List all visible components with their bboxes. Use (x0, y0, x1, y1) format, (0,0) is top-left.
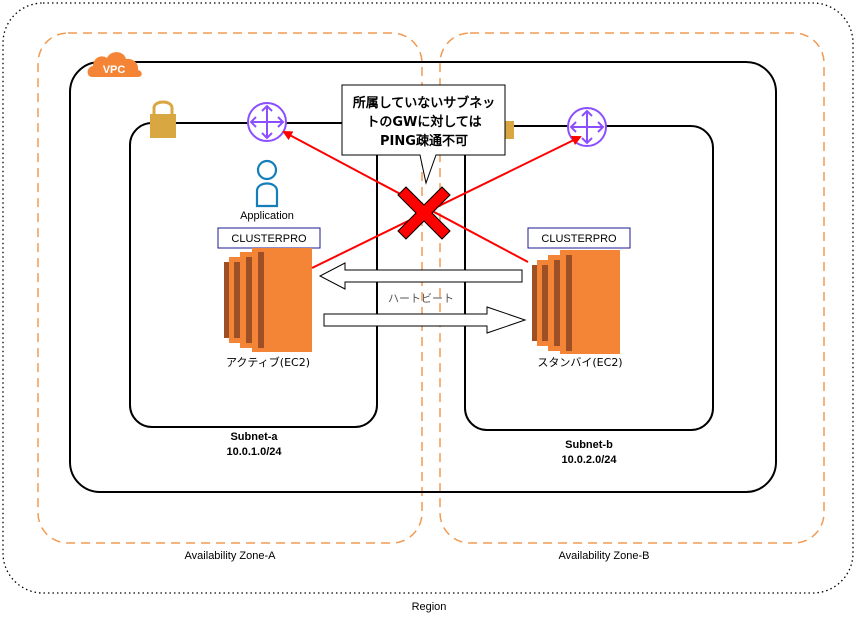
cross-icon (397, 186, 451, 240)
callout-line-2: トのGWに対しては (366, 114, 481, 130)
callout-box (341, 84, 506, 185)
lock-icon (504, 121, 514, 139)
vpc-cloud-icon (87, 52, 142, 77)
clusterpro-box-b (527, 227, 631, 249)
heartbeat-label: ハートビート (388, 292, 454, 305)
region-label: Region (412, 601, 447, 613)
heartbeat-arrow-right (323, 306, 527, 334)
heartbeat-arrow-left (318, 262, 523, 290)
ec2-instance-icon (532, 250, 620, 354)
lock-icon (150, 100, 176, 138)
ec2-instance-icon (224, 248, 312, 352)
callout-line-3: PING疎通不可 (380, 133, 468, 149)
subnet-a-name: Subnet-a (230, 431, 278, 443)
subnet-a-cidr: 10.0.1.0/24 (226, 446, 282, 458)
standby-instance-label: スタンバイ(EC2) (537, 356, 622, 369)
clusterpro-label-a: CLUSTERPRO (231, 233, 307, 245)
zone-a-label: Availability Zone-A (185, 550, 277, 562)
application-label: Application (240, 210, 294, 222)
zone-b-label: Availability Zone-B (559, 550, 650, 562)
region-boundary (2, 2, 854, 594)
red-line-active-to-router-b (311, 136, 582, 269)
vpc-badge-label: VPC (103, 64, 126, 76)
active-instance-label: アクティブ(EC2) (226, 355, 310, 369)
clusterpro-label-b: CLUSTERPRO (541, 233, 617, 245)
callout-line-1: 所属していないサブネッ (353, 95, 496, 111)
user-icon (255, 159, 279, 208)
subnet-b-cidr: 10.0.2.0/24 (561, 454, 617, 466)
router-icon (247, 102, 287, 142)
subnet-b-name: Subnet-b (565, 439, 613, 451)
vpc-boundary (69, 61, 777, 493)
